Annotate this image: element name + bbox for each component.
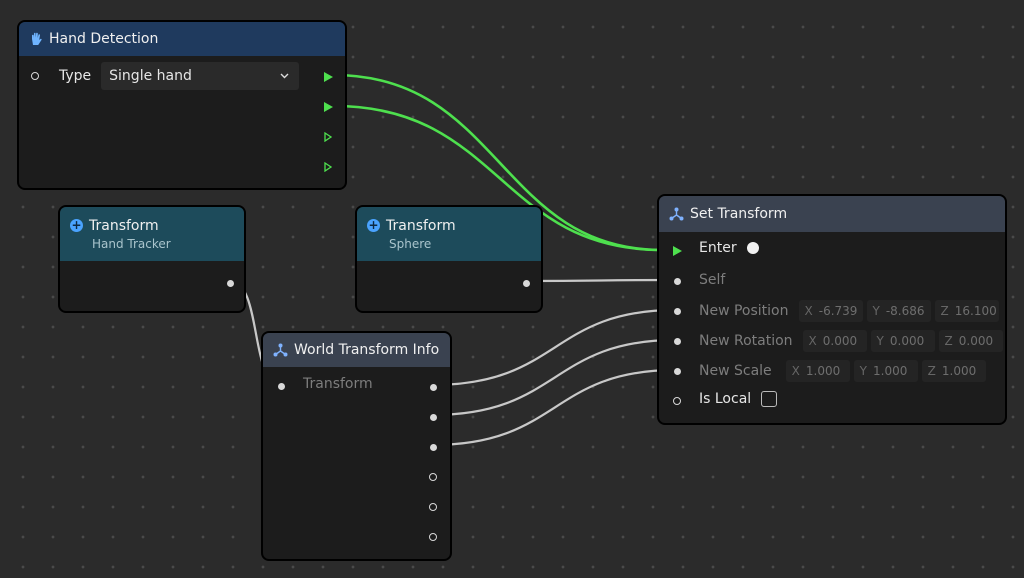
- is-local-label: Is Local: [699, 391, 752, 407]
- node-subtitle: Sphere: [389, 236, 432, 251]
- rotation-label: New Rotation: [699, 333, 793, 349]
- node-graph-icon: [273, 343, 288, 357]
- plus-circle-icon: +: [70, 218, 83, 232]
- exec-output-pin-3[interactable]: [321, 130, 335, 144]
- scale-label: New Scale: [699, 363, 772, 379]
- position-input-pin[interactable]: [670, 304, 684, 318]
- position-y-field[interactable]: Y-8.686: [866, 300, 931, 322]
- self-label: Self: [699, 272, 726, 288]
- self-input-pin[interactable]: [670, 274, 684, 288]
- hand-icon: [32, 32, 42, 45]
- data-wire-rotation: [430, 338, 678, 417]
- type-value: Single hand: [109, 68, 192, 84]
- rotation-input-pin[interactable]: [670, 334, 684, 348]
- exec-output-pin-2[interactable]: [321, 100, 335, 114]
- transform-hand-tracker-node[interactable]: + Transform Hand Tracker: [58, 205, 246, 313]
- node-graph-icon: [669, 207, 684, 221]
- is-local-row: Is Local: [699, 391, 778, 407]
- position-label: New Position: [699, 303, 789, 319]
- type-select[interactable]: Single hand: [101, 62, 300, 90]
- chevron-down-icon: [280, 73, 289, 79]
- hand-detection-node[interactable]: Hand Detection Type Single hand: [17, 20, 347, 190]
- node-subtitle: Hand Tracker: [92, 236, 171, 251]
- enter-exec-pin[interactable]: [670, 244, 684, 258]
- output-pin-5[interactable]: [426, 500, 440, 514]
- plus-circle-icon: +: [367, 218, 380, 232]
- data-wire-position: [430, 308, 678, 387]
- transform-input-label: Transform: [303, 376, 373, 392]
- node-title: Set Transform: [690, 206, 788, 222]
- enter-toggle[interactable]: [746, 242, 759, 254]
- enter-row: Enter: [699, 240, 759, 256]
- scale-output-pin[interactable]: [426, 440, 440, 454]
- hand-detection-header[interactable]: Hand Detection: [19, 22, 345, 56]
- position-output-pin[interactable]: [426, 380, 440, 394]
- node-title: Hand Detection: [49, 31, 159, 47]
- node-title: Transform: [89, 217, 159, 234]
- set-transform-node[interactable]: Set Transform Enter Self New Position X-…: [657, 194, 1007, 425]
- enter-label: Enter: [699, 240, 737, 256]
- transform-sphere-node[interactable]: + Transform Sphere: [355, 205, 543, 313]
- data-wire-scale: [430, 368, 678, 447]
- world-transform-header[interactable]: World Transform Info: [263, 333, 450, 367]
- output-pin-4[interactable]: [426, 470, 440, 484]
- transform-input-pin[interactable]: [274, 379, 288, 393]
- rotation-output-pin[interactable]: [426, 410, 440, 424]
- output-pin-6[interactable]: [426, 530, 440, 544]
- node-title: World Transform Info: [294, 342, 440, 358]
- type-row: Type Single hand: [31, 62, 300, 90]
- position-x-field[interactable]: X-6.739: [798, 300, 863, 322]
- transform-sphere-header[interactable]: + Transform Sphere: [357, 207, 541, 261]
- scale-input-pin[interactable]: [670, 364, 684, 378]
- world-transform-info-node[interactable]: World Transform Info Transform: [261, 331, 452, 561]
- data-wire-sphere-to-self: [524, 278, 678, 283]
- transform-output-pin[interactable]: [223, 276, 237, 290]
- set-transform-header[interactable]: Set Transform: [659, 196, 1005, 232]
- transform-hand-header[interactable]: + Transform Hand Tracker: [60, 207, 244, 261]
- exec-output-pin-1[interactable]: [321, 70, 335, 84]
- exec-output-pin-4[interactable]: [321, 160, 335, 174]
- type-label: Type: [59, 68, 92, 84]
- is-local-checkbox[interactable]: [761, 391, 778, 407]
- transform-output-pin[interactable]: [519, 276, 533, 290]
- node-title: Transform: [386, 217, 456, 234]
- type-input-pin[interactable]: [31, 72, 39, 80]
- is-local-input-pin[interactable]: [670, 394, 684, 408]
